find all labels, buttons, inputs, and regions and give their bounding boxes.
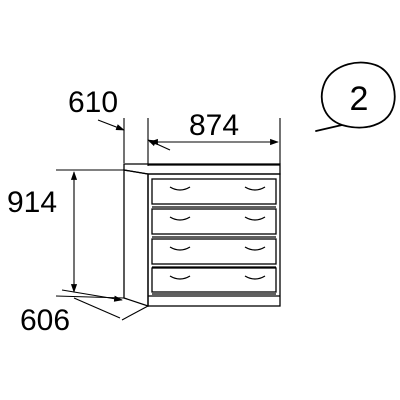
drawer-2 <box>151 208 277 238</box>
drawer-4 <box>151 267 277 295</box>
drawer-1-front <box>151 178 277 205</box>
drawer-4-front <box>151 267 277 293</box>
depth-top-dimension <box>97 118 171 163</box>
depth-top-label: 610 <box>68 86 118 119</box>
dresser-top <box>123 163 281 175</box>
height-label: 914 <box>7 186 57 219</box>
drawer-2-handle-left <box>169 216 191 221</box>
width-label: 874 <box>189 109 239 142</box>
callout-number: 2 <box>350 80 369 118</box>
drawer-3-handle-right <box>244 246 266 251</box>
dresser-side-panel <box>123 169 149 307</box>
depth-top-dimension-line-inner <box>147 139 171 151</box>
depth-bottom-dimension-line-tail <box>73 297 121 319</box>
drawer-1-handle-left <box>169 186 191 191</box>
drawer-4-handle-left <box>169 275 191 280</box>
dresser-front <box>147 173 281 307</box>
drawer-1-handle-right <box>244 186 266 191</box>
drawer-1 <box>151 178 277 208</box>
depth-bottom-dimension <box>61 289 149 321</box>
dresser <box>123 163 281 307</box>
drawer-2-handle-right <box>244 216 266 221</box>
callout-bubble <box>315 61 396 132</box>
height-extension-bottom <box>55 295 125 299</box>
drawer-3-handle-left <box>169 246 191 251</box>
depth-bottom-dimension-line-right <box>121 305 149 321</box>
callout-badge: 2 <box>315 61 396 132</box>
drawer-2-front <box>151 208 277 235</box>
drawer-3 <box>151 238 277 268</box>
depth-bottom-label: 606 <box>20 304 70 337</box>
drawer-4-handle-right <box>244 275 266 280</box>
depth-bottom-dimension-line-left <box>61 289 123 302</box>
drawer-3-front <box>151 238 277 265</box>
depth-top-dimension-line <box>97 119 125 131</box>
height-dimension <box>55 169 125 299</box>
